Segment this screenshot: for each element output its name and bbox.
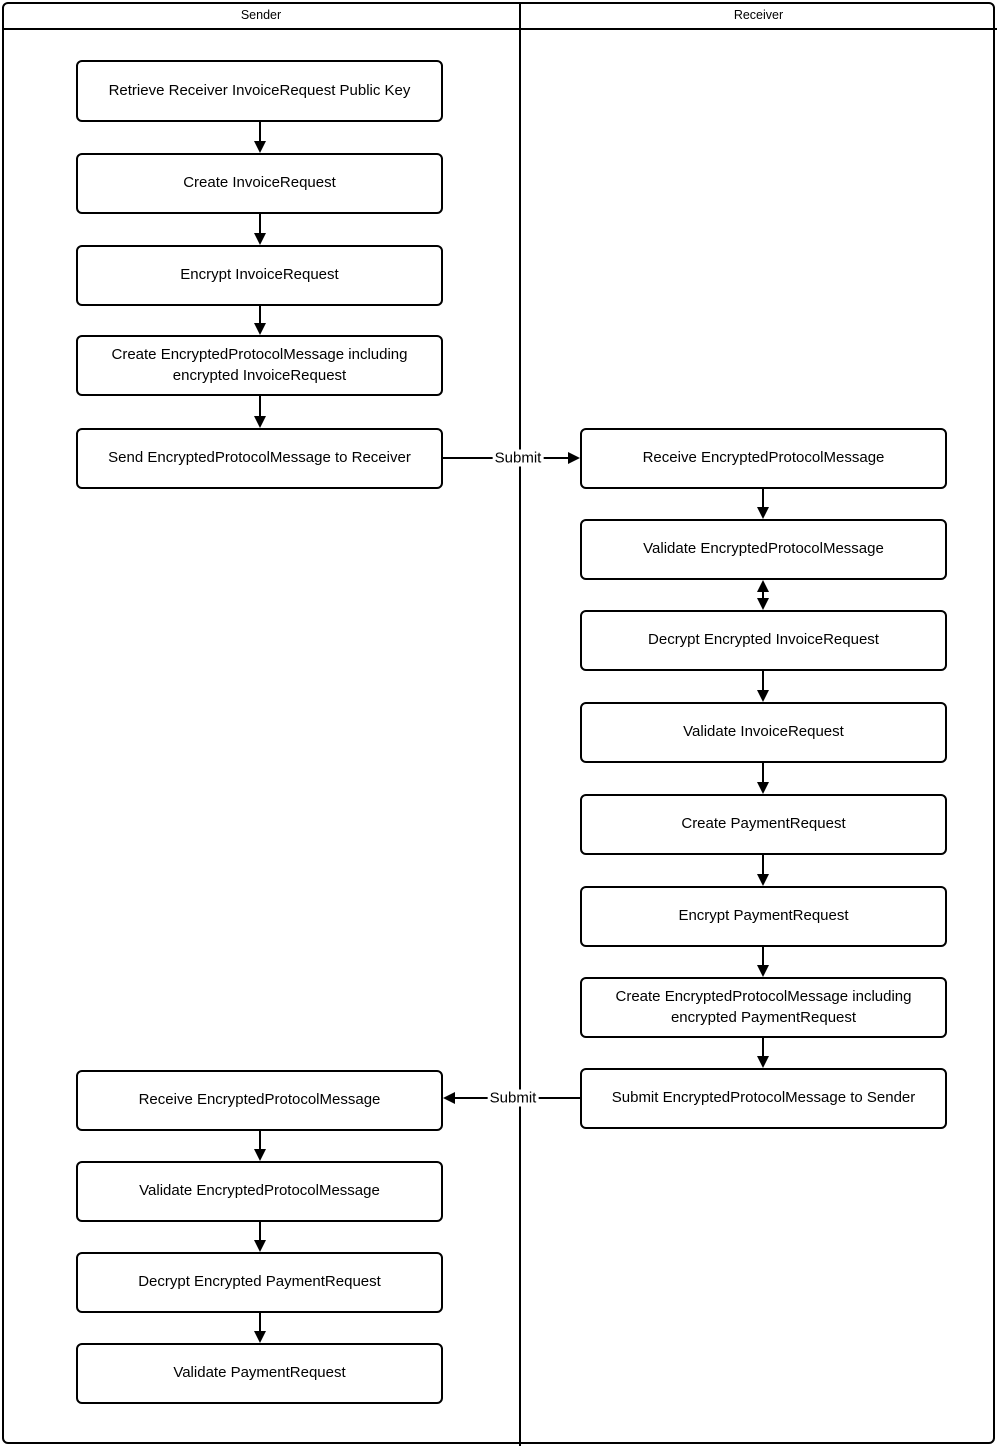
step-encrypt-invoicerequest: Encrypt InvoiceRequest <box>76 245 443 306</box>
header-separator <box>2 28 997 30</box>
step-sender-validate-encryptedprotocolmessage: Validate EncryptedProtocolMessage <box>76 1161 443 1222</box>
submit-label-top: Submit <box>492 449 544 467</box>
step-sender-receive-encryptedprotocolmessage: Receive EncryptedProtocolMessage <box>76 1070 443 1131</box>
step-create-paymentrequest: Create PaymentRequest <box>580 794 947 855</box>
lane-header-sender-label: Sender <box>240 8 282 22</box>
step-decrypt-encrypted-paymentrequest: Decrypt Encrypted PaymentRequest <box>76 1252 443 1313</box>
step-validate-invoicerequest: Validate InvoiceRequest <box>580 702 947 763</box>
lane-header-sender: Sender <box>2 2 520 28</box>
lane-header-receiver-label: Receiver <box>733 8 784 22</box>
step-retrieve-receiver-invoicerequest-public-key: Retrieve Receiver InvoiceRequest Public … <box>76 60 443 122</box>
step-submit-encryptedprotocolmessage-to-sender: Submit EncryptedProtocolMessage to Sende… <box>580 1068 947 1129</box>
step-create-encryptedprotocolmessage-paymentrequest: Create EncryptedProtocolMessage includin… <box>580 977 947 1038</box>
step-encrypt-paymentrequest: Encrypt PaymentRequest <box>580 886 947 947</box>
lane-header-receiver: Receiver <box>520 2 997 28</box>
step-receiver-validate-encryptedprotocolmessage: Validate EncryptedProtocolMessage <box>580 519 947 580</box>
lane-divider <box>519 2 521 1446</box>
submit-label-bottom: Submit <box>487 1089 539 1107</box>
step-decrypt-encrypted-invoicerequest: Decrypt Encrypted InvoiceRequest <box>580 610 947 671</box>
step-send-encryptedprotocolmessage-to-receiver: Send EncryptedProtocolMessage to Receive… <box>76 428 443 489</box>
step-validate-paymentrequest: Validate PaymentRequest <box>76 1343 443 1404</box>
step-receiver-receive-encryptedprotocolmessage: Receive EncryptedProtocolMessage <box>580 428 947 489</box>
step-create-encryptedprotocolmessage-invoicerequest: Create EncryptedProtocolMessage includin… <box>76 335 443 396</box>
step-create-invoicerequest: Create InvoiceRequest <box>76 153 443 214</box>
